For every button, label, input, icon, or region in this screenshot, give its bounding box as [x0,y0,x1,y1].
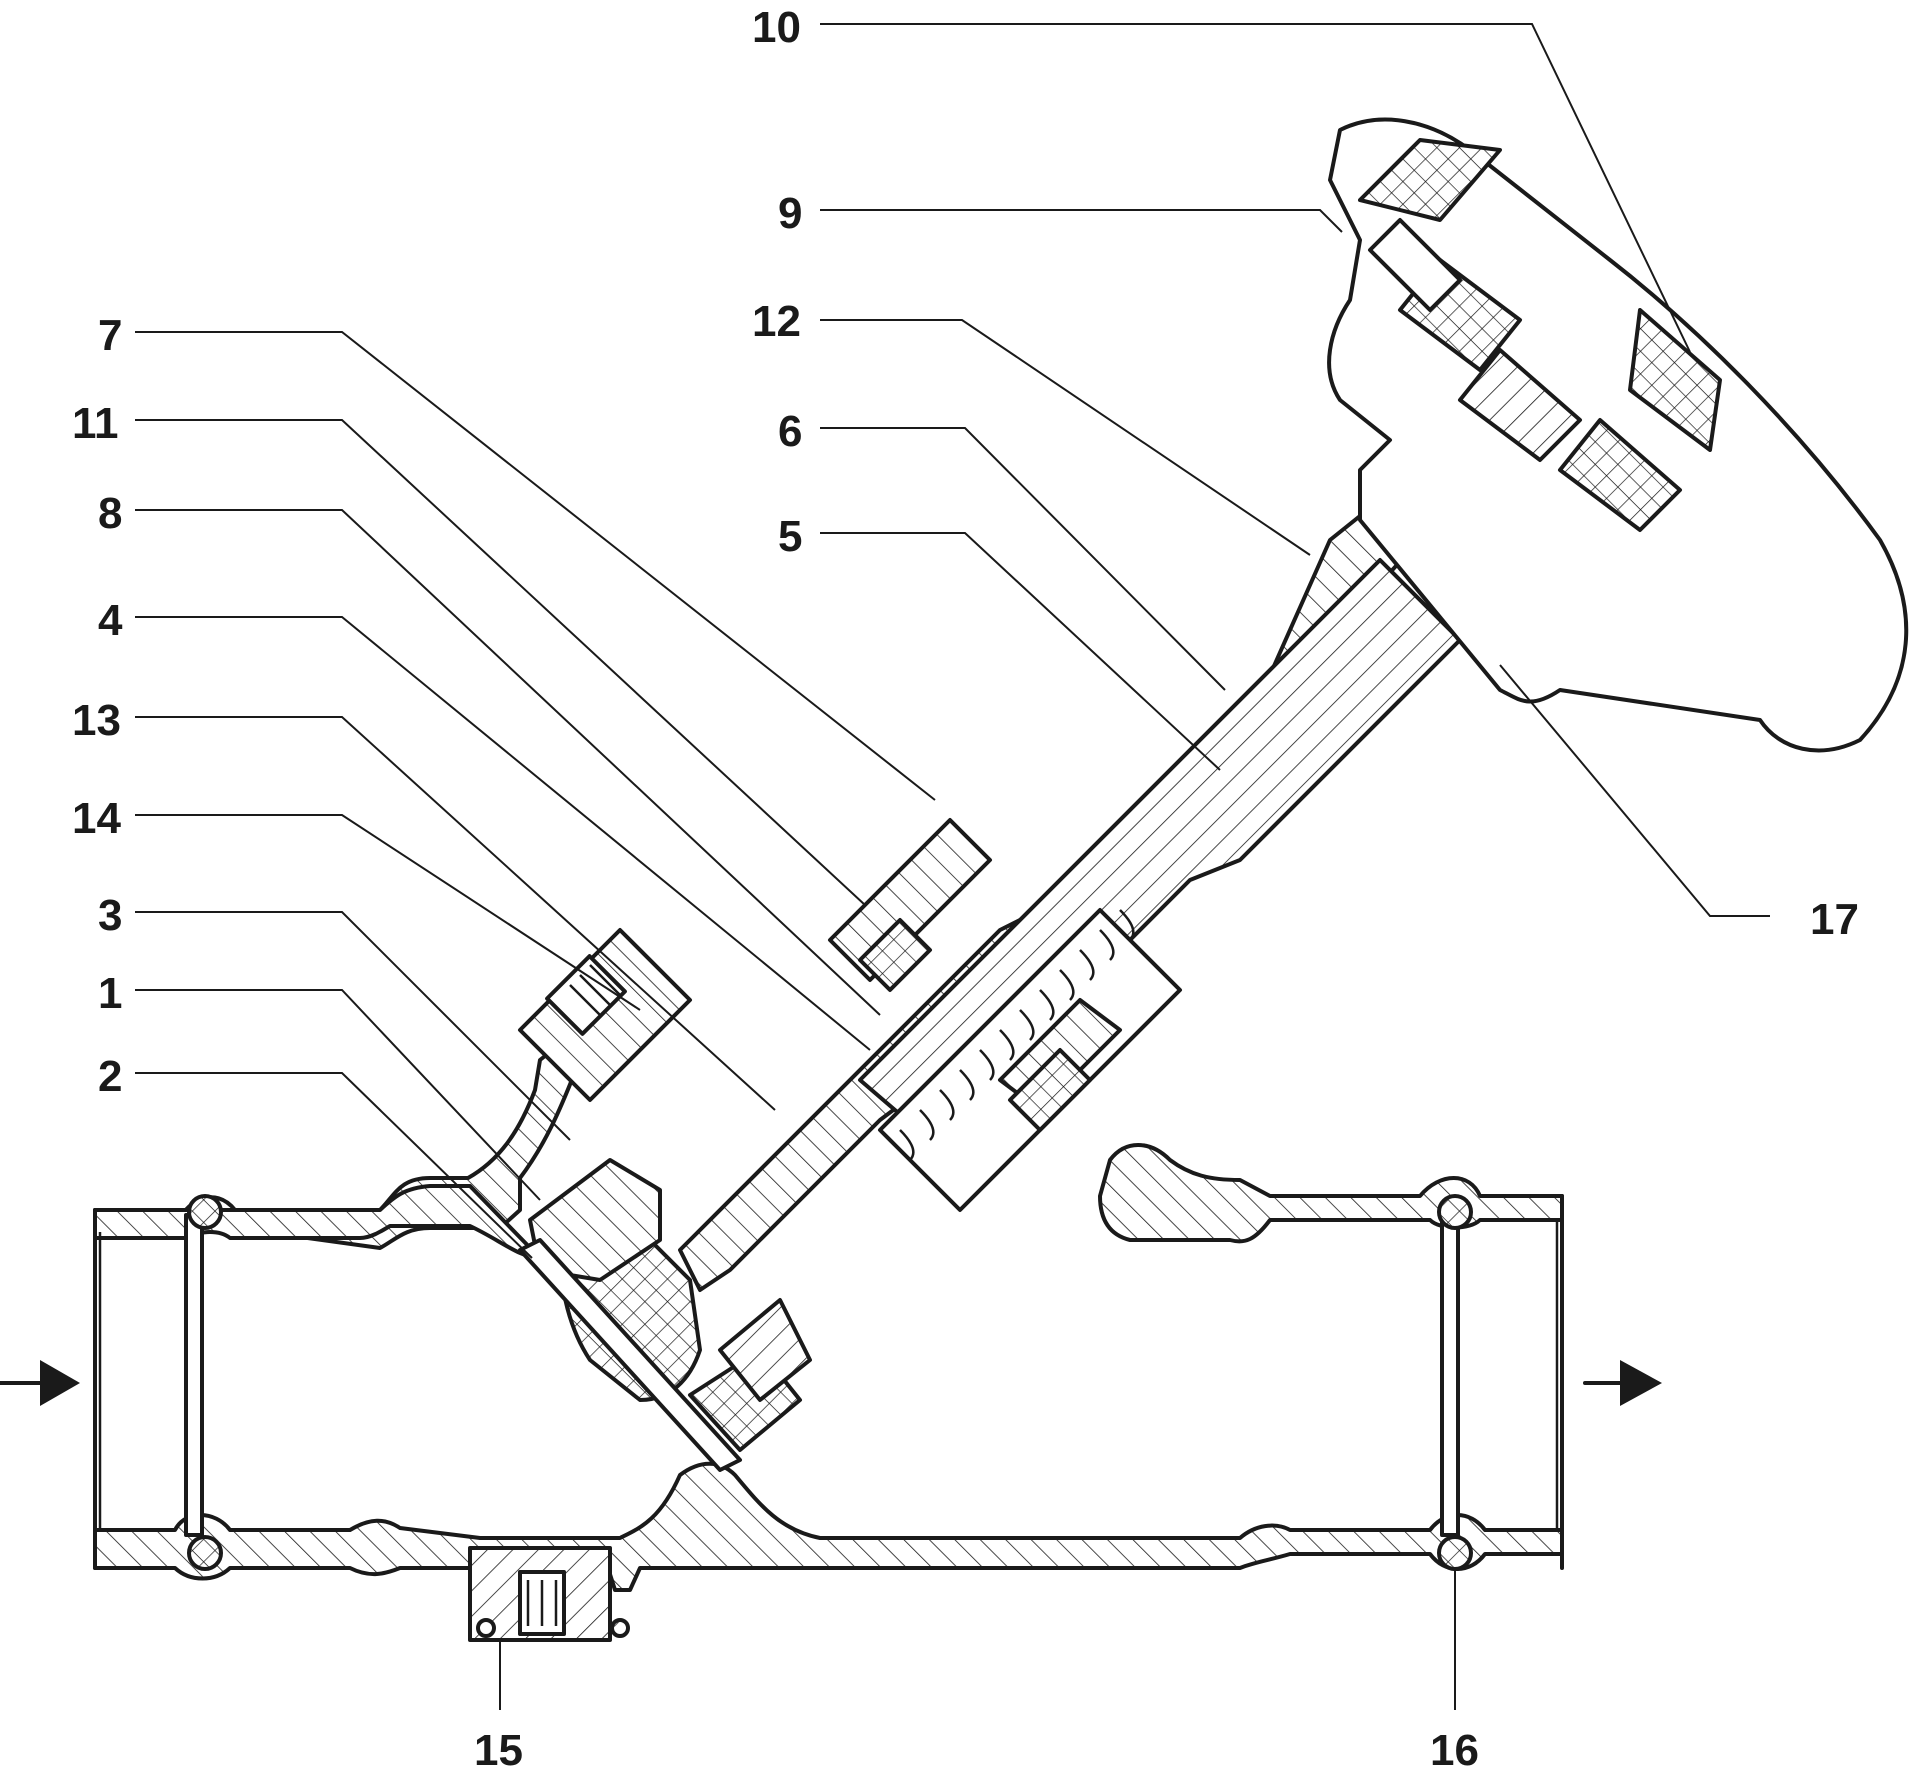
callout-16: 16 [1430,1726,1479,1775]
callout-14: 14 [72,794,121,843]
callout-5: 5 [778,512,802,561]
callout-12: 12 [752,297,801,346]
flow-arrow-outlet [1583,1360,1662,1406]
callout-11: 11 [72,399,119,448]
leader-4 [135,616,871,1051]
o-ring-outlet [1437,1194,1473,1571]
drain-plug [468,1546,630,1642]
leader-6 [820,427,1226,691]
callout-4: 4 [98,596,123,645]
bonnet-assembly [518,117,1909,1472]
test-port [518,928,692,1102]
callout-17: 17 [1810,895,1859,944]
callout-1: 1 [98,969,122,1018]
leader-17 [1499,664,1770,917]
callout-9: 9 [778,189,802,238]
callout-6: 6 [778,407,802,456]
leader-13 [135,716,776,1111]
leader-5 [820,532,1221,771]
handwheel [1327,117,1909,753]
o-ring-inlet [184,1194,223,1571]
callout-15: 15 [474,1726,523,1775]
callout-7: 7 [98,311,122,360]
leader-14 [135,814,641,1011]
flow-arrow-inlet [0,1360,80,1406]
callout-8: 8 [98,489,122,538]
callout-labels: 10 9 12 6 5 7 11 8 4 13 14 3 1 2 17 15 1… [72,3,1859,1775]
leader-11 [135,419,866,906]
leader-12 [820,319,1311,556]
leader-7 [135,331,936,801]
leader-2 [135,1072,533,1259]
callout-10: 10 [752,3,801,52]
callout-3: 3 [98,891,122,940]
leader-1 [135,989,541,1201]
leader-10 [820,23,1691,353]
callout-13: 13 [72,696,121,745]
leader-9 [820,209,1343,233]
leader-3 [135,911,571,1141]
leader-8 [135,509,881,1016]
leader-lines [135,23,1770,1710]
callout-2: 2 [98,1052,122,1101]
